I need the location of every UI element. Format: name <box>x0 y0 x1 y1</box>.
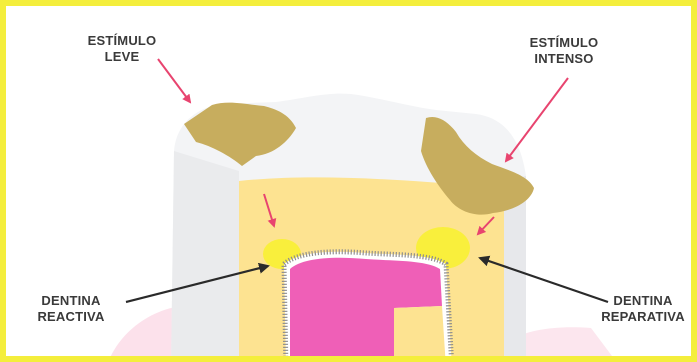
arrow-estimulo-leve <box>158 59 190 102</box>
label-estimulo-leve: ESTÍMULO LEVE <box>66 33 178 65</box>
pulp-inner-light <box>394 306 446 362</box>
crown-shading-left <box>171 151 239 362</box>
label-line: REPARATIVA <box>584 309 697 325</box>
label-dentina-reactiva: DENTINA REACTIVA <box>12 293 130 325</box>
label-line: DENTINA <box>12 293 130 309</box>
arrow-estimulo-intenso <box>506 78 568 161</box>
label-line: ESTÍMULO <box>66 33 178 49</box>
label-line: REACTIVA <box>12 309 130 325</box>
label-line: DENTINA <box>584 293 697 309</box>
label-line: LEVE <box>66 49 178 65</box>
label-line: ESTÍMULO <box>500 35 628 51</box>
label-dentina-reparativa: DENTINA REPARATIVA <box>584 293 697 325</box>
label-line: INTENSO <box>500 51 628 67</box>
label-estimulo-intenso: ESTÍMULO INTENSO <box>500 35 628 67</box>
